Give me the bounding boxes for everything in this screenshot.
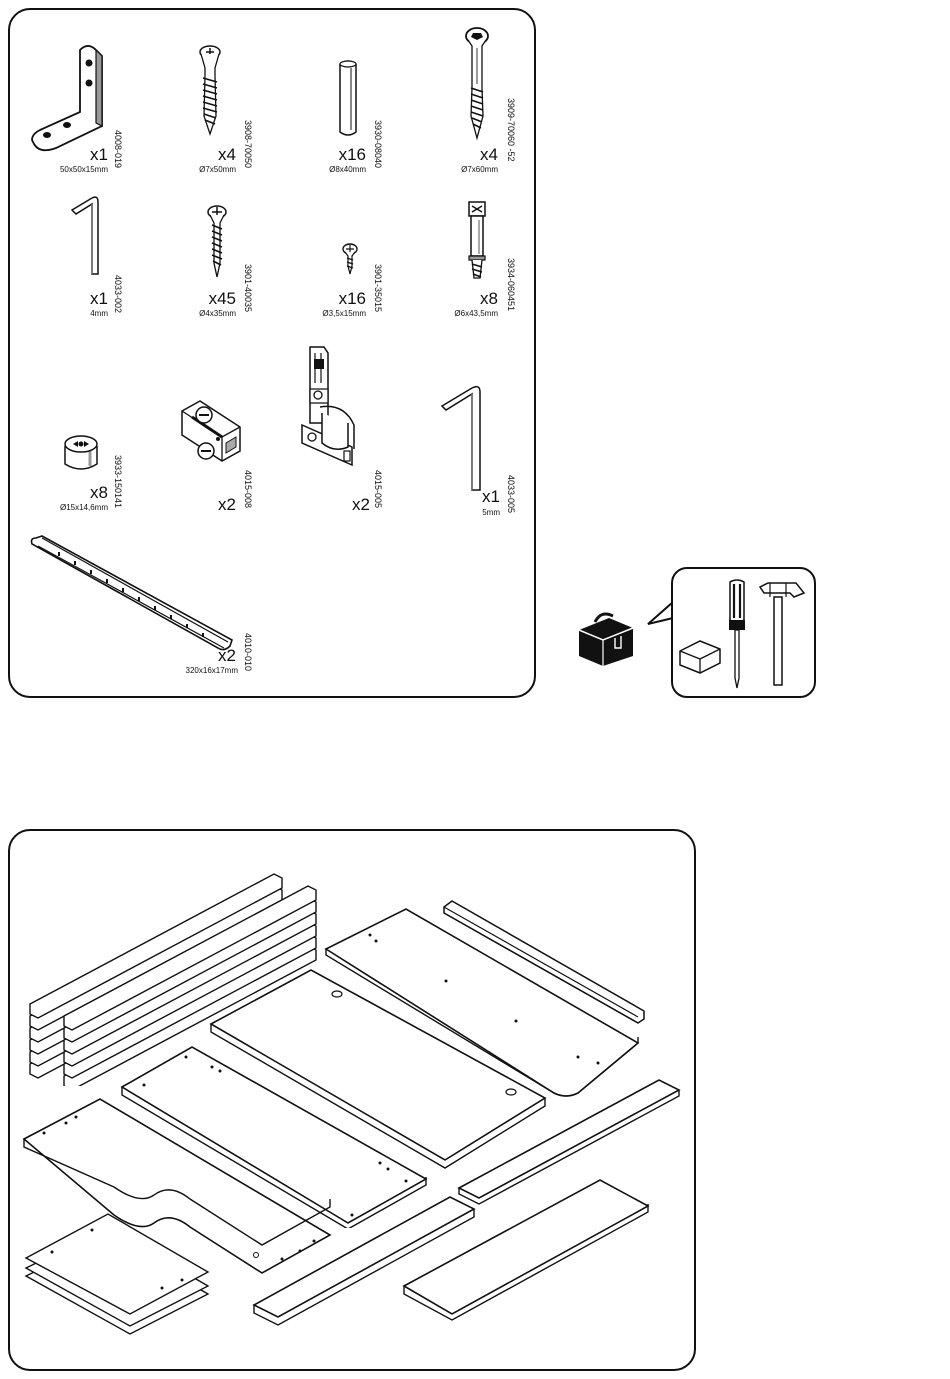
part-cabinet-hinge xyxy=(298,343,364,473)
quantity-label: x4 xyxy=(200,146,236,163)
part-code: 4010-010 xyxy=(243,633,252,671)
shelf-board-icon xyxy=(400,1176,652,1326)
quantity-label: x2 xyxy=(200,496,236,513)
part-code: 4033-005 xyxy=(506,475,515,513)
part-hinge-plate xyxy=(178,393,246,469)
dimension-label: Ø7x50mm xyxy=(175,165,236,174)
quantity-label: x45 xyxy=(196,290,236,307)
part-wood-dowel xyxy=(336,58,360,138)
screw-icon xyxy=(195,44,225,144)
quantity-label: x16 xyxy=(325,146,366,163)
hammer-icon xyxy=(756,581,808,689)
allen-key-icon xyxy=(436,382,486,492)
part-code: 4015-008 xyxy=(243,470,252,508)
quantity-label: x2 xyxy=(200,647,236,664)
part-code: 3933-150141 xyxy=(113,455,122,508)
quantity-label: x4 xyxy=(460,146,498,163)
cabinet-hinge-icon xyxy=(298,343,364,473)
part-screw-4x35 xyxy=(204,205,230,281)
part-code: 4008-019 xyxy=(113,130,122,168)
small-screw-icon xyxy=(340,243,360,275)
part-cam-lock xyxy=(60,432,102,474)
part-code: 3901-35015 xyxy=(373,264,382,312)
drawer-panels-icon xyxy=(22,1210,214,1336)
part-code: 3901-40035 xyxy=(243,264,252,312)
part-allen-key-5mm xyxy=(436,382,486,492)
dimension-label: 4mm xyxy=(60,309,108,318)
dimension-label: Ø8x40mm xyxy=(305,165,366,174)
dimension-label: Ø6x43,5mm xyxy=(430,309,498,318)
connector-screw-icon xyxy=(462,26,492,144)
dimension-label: Ø15x14,6mm xyxy=(30,503,108,512)
cam-lock-icon xyxy=(60,432,102,474)
quantity-label: x1 xyxy=(70,146,108,163)
part-shelf-rail xyxy=(28,530,238,650)
wood-dowel-icon xyxy=(336,58,360,138)
dimension-label: 50x50x15mm xyxy=(30,165,108,174)
hinge-plate-icon xyxy=(178,393,246,469)
part-small-screw xyxy=(340,243,360,275)
part-code: 3930-08040 xyxy=(373,120,382,168)
part-screw-7x50 xyxy=(195,44,225,144)
quantity-label: x2 xyxy=(334,496,370,513)
shelf-rail-icon xyxy=(28,530,238,650)
quantity-label: x16 xyxy=(325,290,366,307)
part-code: 3908-70050 xyxy=(243,120,252,168)
cam-bolt-icon xyxy=(462,198,492,282)
part-cam-bolt xyxy=(462,198,492,282)
part-code: 3934-060451 xyxy=(506,258,515,311)
sanding-block-icon xyxy=(676,637,724,677)
screwdriver-icon xyxy=(724,578,750,690)
allen-key-icon xyxy=(66,192,106,282)
part-code: 3909-70060 -52 xyxy=(506,98,515,162)
part-code: 4015-005 xyxy=(373,470,382,508)
dimension-label: Ø4x35mm xyxy=(175,309,236,318)
dimension-label: 5mm xyxy=(462,508,500,517)
quantity-label: x8 xyxy=(460,290,498,307)
quantity-label: x8 xyxy=(70,484,108,501)
toolbox-icon xyxy=(575,608,635,666)
dimension-label: Ø3,5x15mm xyxy=(300,309,366,318)
part-code: 4033-002 xyxy=(113,275,122,313)
part-allen-key-4mm xyxy=(66,192,106,282)
dimension-label: 320x16x17mm xyxy=(160,666,238,675)
quantity-label: x1 xyxy=(468,488,500,505)
screw-icon xyxy=(204,205,230,281)
part-connector-screw xyxy=(462,26,492,144)
quantity-label: x1 xyxy=(70,290,108,307)
dimension-label: Ø7x60mm xyxy=(437,165,498,174)
